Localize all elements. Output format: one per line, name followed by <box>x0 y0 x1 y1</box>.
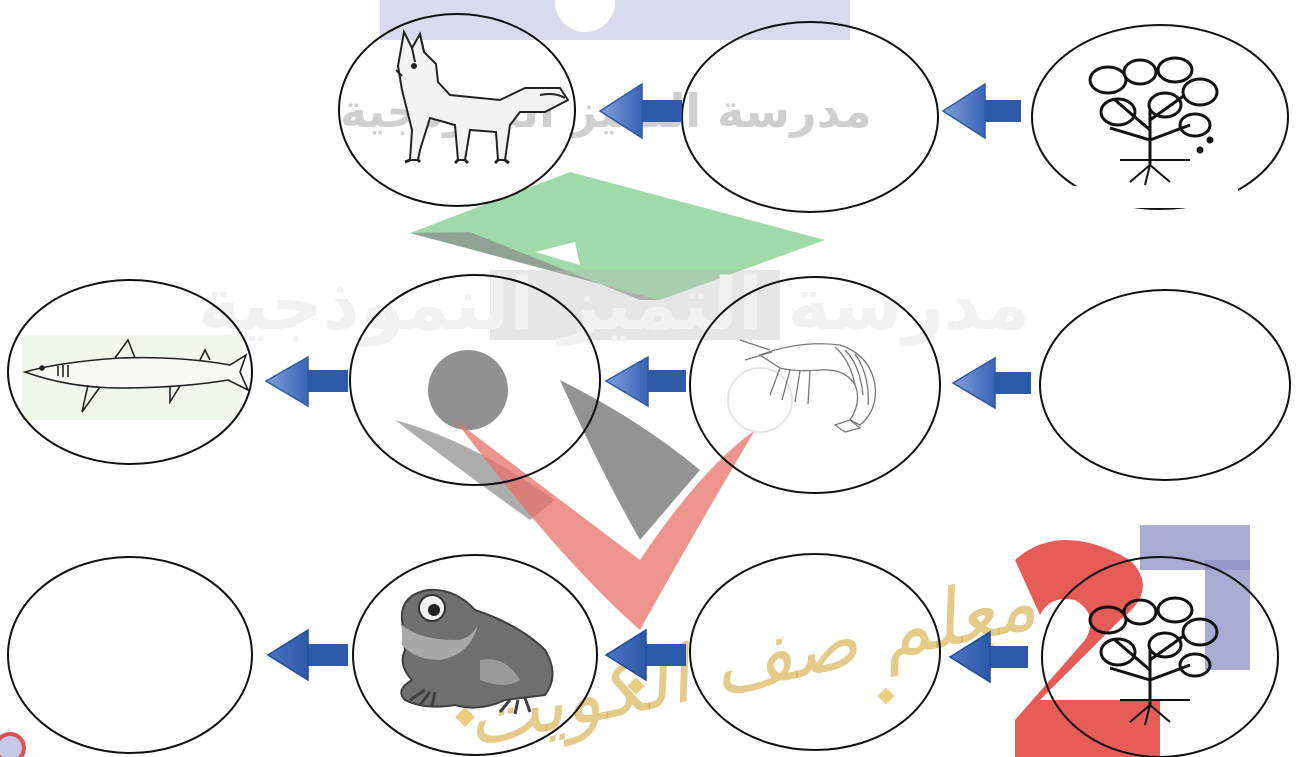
chain-1-node-plant <box>1031 24 1289 210</box>
node-ellipse <box>1041 556 1279 757</box>
food-chain-row-1 <box>338 13 1289 213</box>
graduation-cap-highlight <box>535 242 580 265</box>
watermark-school-name-faint: مدرسة التميز النموذجية <box>197 262 1030 346</box>
watermark-sparkle <box>877 687 895 705</box>
chain-1-node-fox <box>338 13 576 207</box>
watermark-figure-head <box>428 350 508 430</box>
chain-2-node-shrimp <box>689 276 941 494</box>
watermark-corner-logo <box>0 732 26 757</box>
arrow-left <box>604 355 686 408</box>
arrow-left <box>604 628 686 682</box>
arrow-left <box>951 356 1031 410</box>
frog-icon <box>400 588 554 715</box>
chain-2-node-empty-producer[interactable] <box>1039 289 1291 481</box>
watermark-sparkle <box>627 677 645 695</box>
food-chain-row-2 <box>7 274 1291 494</box>
plant-icon <box>1088 56 1219 186</box>
chain-1-node-empty[interactable] <box>681 21 939 213</box>
chain-3-node-frog <box>352 554 598 756</box>
graduation-cap-shadow <box>410 232 660 300</box>
arrow-left <box>941 82 1021 140</box>
food-chain-row-3 <box>7 553 1279 757</box>
arrow-left <box>598 82 682 140</box>
node-ellipse <box>338 13 576 207</box>
watermark-ring <box>727 367 793 433</box>
watermark-top-block <box>380 0 850 40</box>
watermark-figure-body <box>560 380 700 540</box>
shark-icon <box>22 338 250 413</box>
shrimp-icon <box>739 339 877 433</box>
plant-caption-strip <box>1068 186 1238 208</box>
plant-icon <box>1088 596 1219 726</box>
node-ellipse <box>1031 24 1289 210</box>
watermark-purple-bar-vertical <box>1205 560 1250 670</box>
fox-icon <box>395 28 570 165</box>
node-ellipse <box>352 554 598 756</box>
chain-3-node-plant <box>1041 556 1279 757</box>
arrow-left <box>266 628 348 682</box>
arrow-left <box>948 630 1028 684</box>
node-ellipse <box>7 279 253 465</box>
watermark-sparkle <box>455 707 475 727</box>
graduation-cap-icon <box>410 172 825 300</box>
node-ellipse <box>689 276 941 494</box>
arrow-left <box>264 355 348 408</box>
chain-2-node-shark <box>7 279 253 465</box>
watermark-top-circle <box>555 0 615 32</box>
chain-3-node-empty-top[interactable] <box>7 556 253 754</box>
watermark-red-v <box>455 420 755 630</box>
chain-2-node-empty[interactable] <box>349 274 601 486</box>
chain-3-node-empty[interactable] <box>689 553 941 751</box>
watermark-number-2 <box>1015 540 1160 757</box>
